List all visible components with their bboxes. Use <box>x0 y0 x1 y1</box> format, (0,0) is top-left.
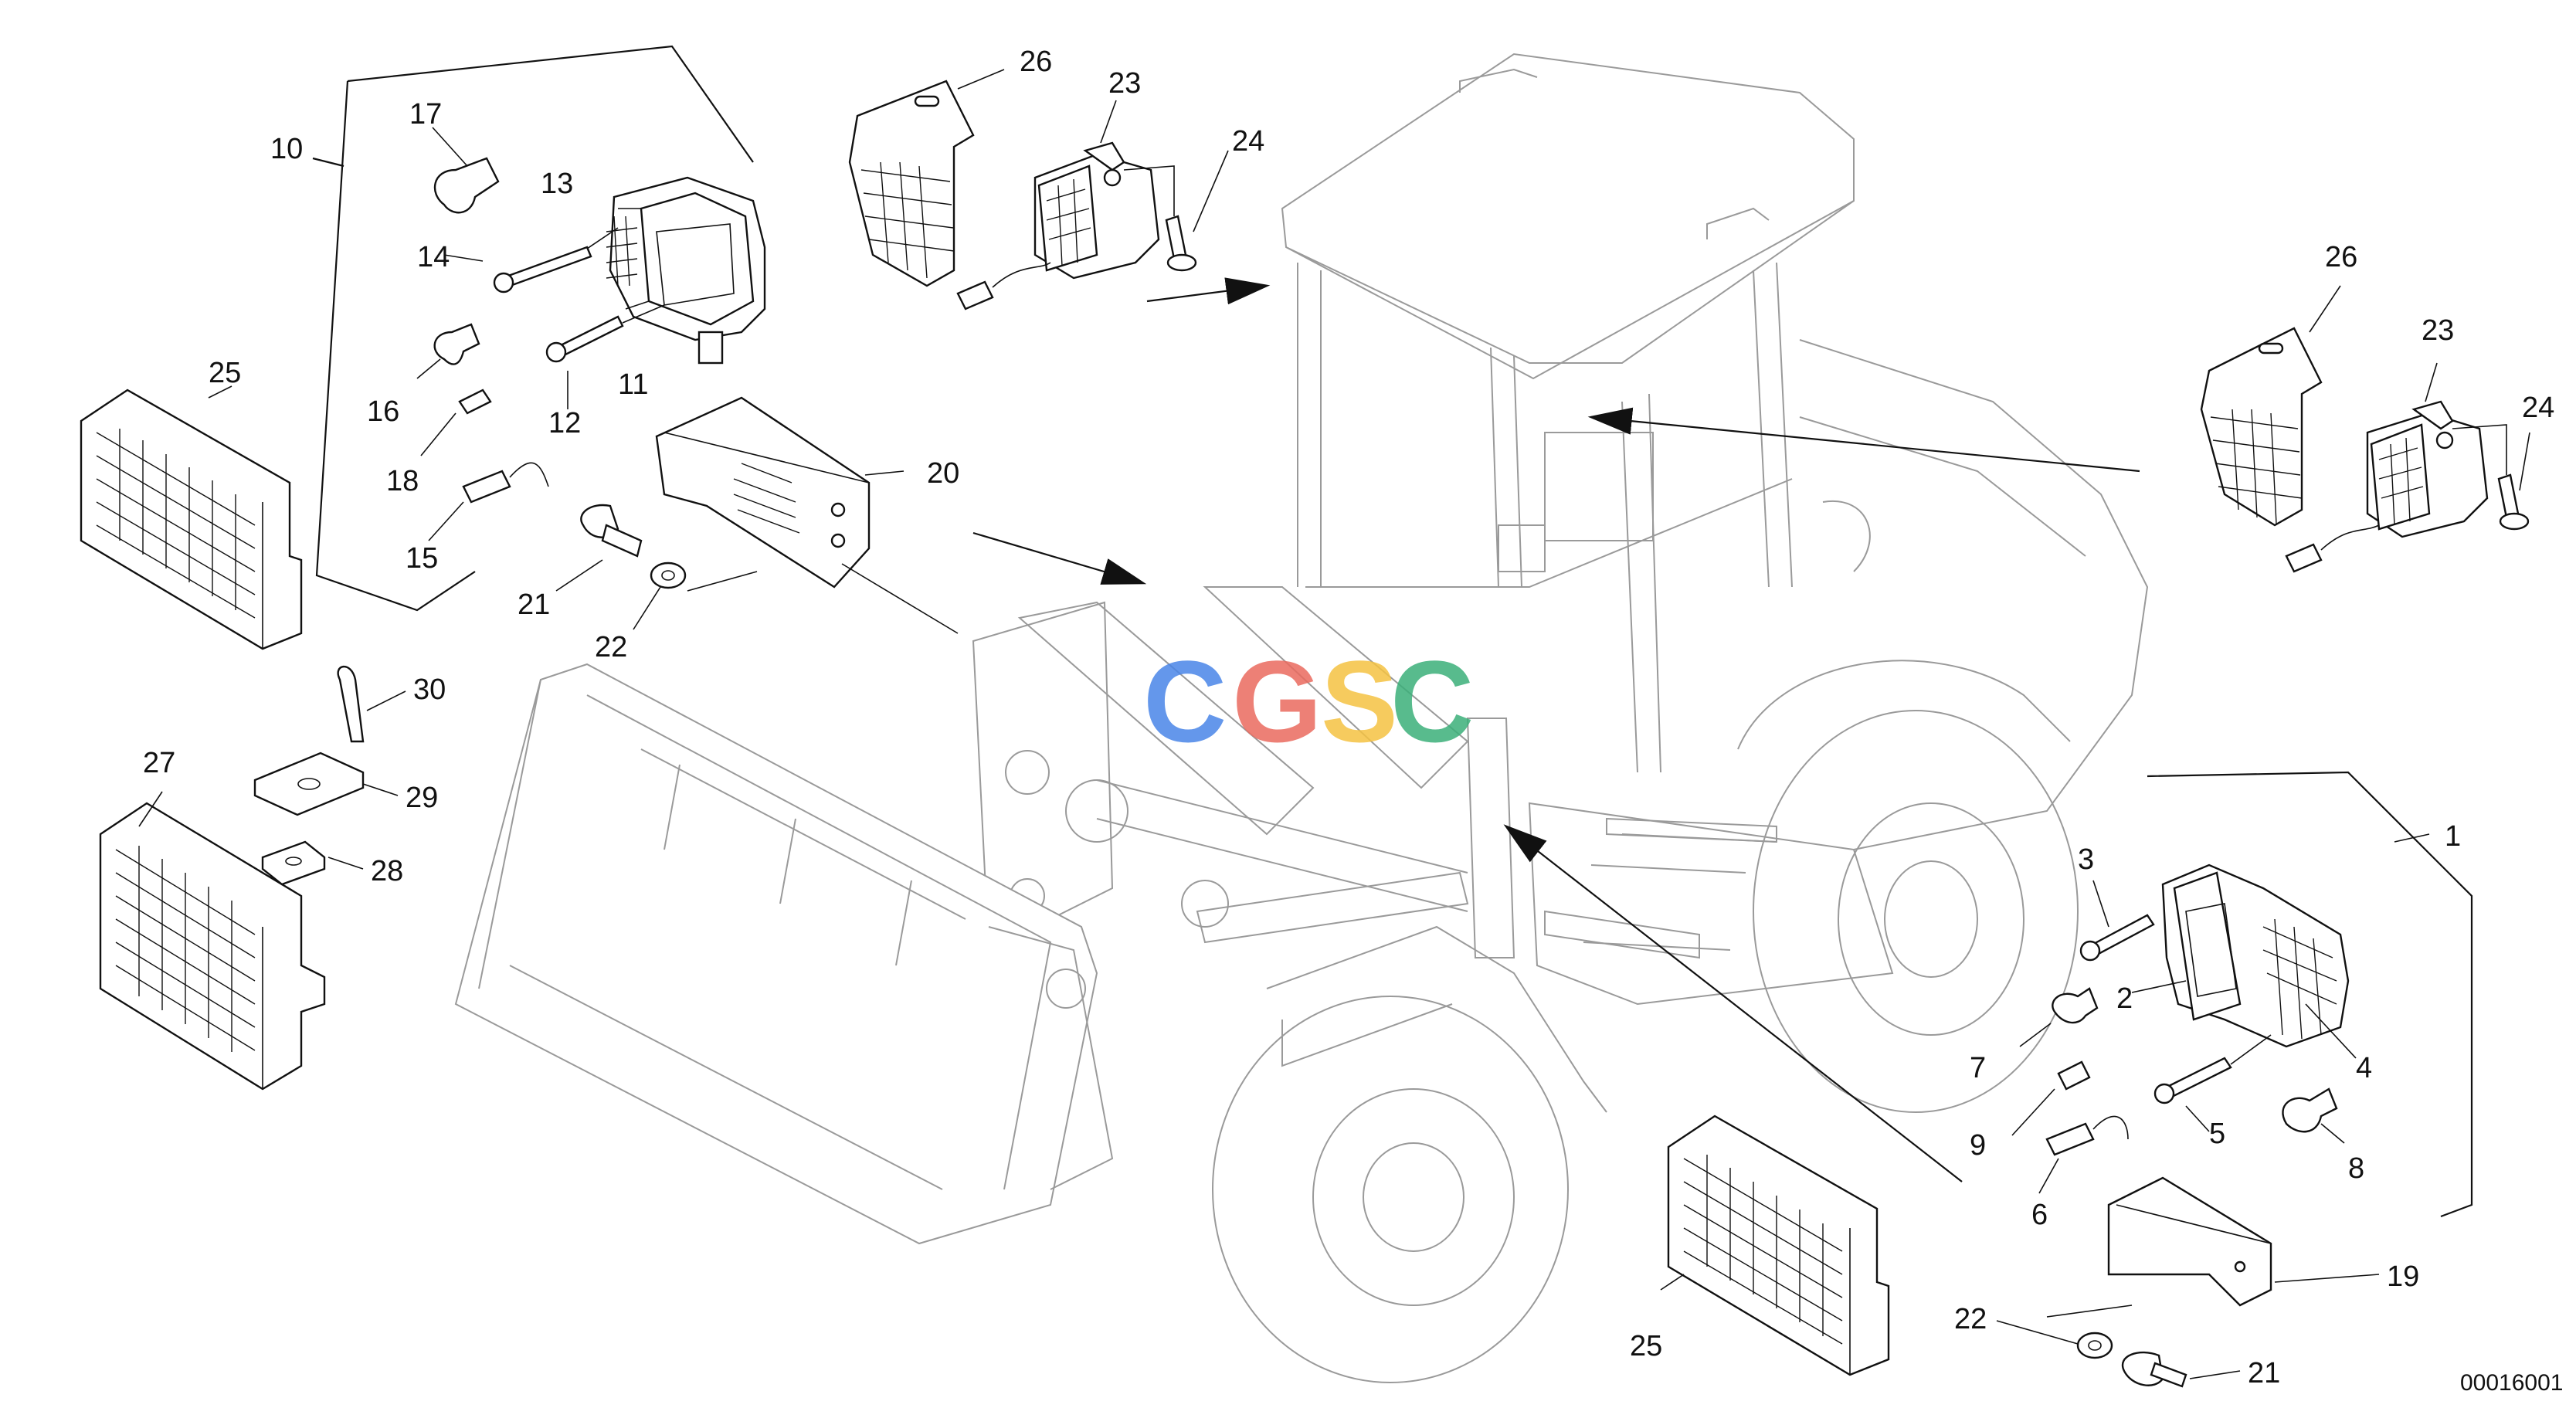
part-label: 22 <box>595 631 627 663</box>
watermark-letter: C <box>1143 636 1227 766</box>
part-label: 13 <box>541 168 573 200</box>
part-label: 19 <box>2387 1260 2419 1293</box>
part-label: 2 <box>2116 982 2133 1015</box>
grille-25-bottom-center <box>1660 1115 1890 1376</box>
group-work-lamp-top-left <box>848 69 1229 310</box>
watermark: C G S C <box>1143 636 1474 766</box>
watermark-letter: G <box>1232 636 1322 766</box>
part-label: 24 <box>1232 125 1264 158</box>
part-label: 18 <box>386 465 419 497</box>
part-label: 30 <box>413 673 446 706</box>
part-labels: 10 17 13 14 16 12 11 18 15 20 21 22 25 2… <box>143 46 2554 1389</box>
part-label: 3 <box>2078 843 2094 876</box>
part-label: 27 <box>143 747 175 779</box>
wheel-loader-outline <box>454 53 2149 1383</box>
part-label: 17 <box>409 98 442 131</box>
direction-arrows <box>972 277 2140 1182</box>
group-1-front-lamp-right <box>1996 771 2473 1388</box>
arrow-to-cab-roof-left <box>1146 277 1271 305</box>
part-label: 1 <box>2445 820 2461 853</box>
grille-27-lower-left <box>99 791 326 1091</box>
part-label: 26 <box>1020 46 1052 78</box>
part-label: 21 <box>2248 1357 2280 1389</box>
part-label: 25 <box>1630 1330 1662 1362</box>
watermark-letter: C <box>1390 636 1474 766</box>
document-id: 00016001 <box>2460 1370 2563 1396</box>
watermark-letter: S <box>1321 636 1398 766</box>
part-label: 23 <box>1108 67 1141 100</box>
part-label: 11 <box>618 368 648 401</box>
part-label: 7 <box>1970 1052 1986 1084</box>
part-label: 23 <box>2422 314 2454 347</box>
part-label: 28 <box>371 855 403 887</box>
arrow-to-front-right <box>1503 824 1963 1182</box>
part-label: 20 <box>927 457 959 490</box>
part-label: 15 <box>406 542 438 575</box>
part-label: 8 <box>2348 1152 2364 1185</box>
part-label: 26 <box>2325 241 2357 273</box>
group-10-front-lamp-left <box>312 45 959 634</box>
grille-25-top-left <box>80 385 303 650</box>
part-label: 25 <box>209 357 241 389</box>
part-label: 10 <box>270 133 303 165</box>
group-work-lamp-right <box>2200 285 2530 573</box>
arrow-to-front-left <box>972 531 1147 585</box>
parts-28-29-30 <box>253 665 406 886</box>
part-label: 22 <box>1954 1303 1987 1335</box>
part-label: 14 <box>417 241 450 273</box>
part-label: 21 <box>518 589 550 621</box>
part-label: 16 <box>367 395 399 428</box>
arrow-to-cab-roof-right <box>1587 407 2140 473</box>
part-label: 29 <box>406 782 438 814</box>
part-label: 24 <box>2522 392 2554 424</box>
part-label: 9 <box>1970 1129 1986 1162</box>
part-label: 12 <box>548 407 581 439</box>
part-label: 4 <box>2356 1052 2372 1084</box>
part-label: 5 <box>2209 1118 2225 1150</box>
part-label: 6 <box>2031 1199 2048 1231</box>
